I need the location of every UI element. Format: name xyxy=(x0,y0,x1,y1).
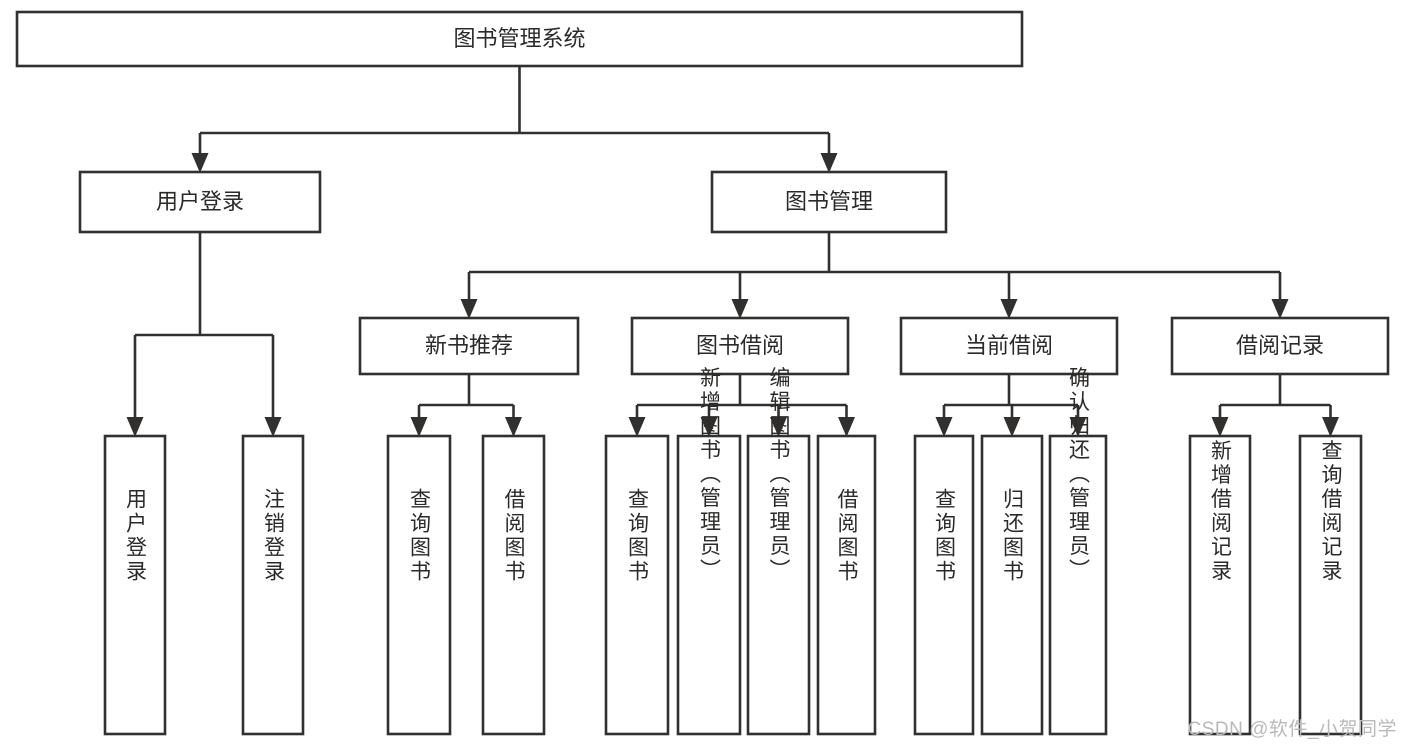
arrow-head-icon xyxy=(935,417,953,437)
node-leaf_7[interactable]: 借阅图书 xyxy=(816,434,877,736)
node-box[interactable] xyxy=(103,434,167,736)
node-box[interactable] xyxy=(78,170,322,234)
node-label: 借阅图书 xyxy=(835,488,859,584)
connector-group-l2_0 xyxy=(410,374,522,437)
node-box[interactable] xyxy=(1298,434,1363,736)
node-label: 用户登录 xyxy=(124,488,148,584)
node-leaf_0[interactable]: 用户登录 xyxy=(103,434,167,736)
node-label: 新书推荐 xyxy=(425,333,513,358)
node-box[interactable] xyxy=(816,434,877,736)
connector-group-root xyxy=(191,66,838,173)
node-label: 查询图书 xyxy=(933,488,957,584)
node-label: 新增借阅记录 xyxy=(1209,440,1233,584)
arrow-head-icon xyxy=(1211,417,1229,437)
arrow-head-icon xyxy=(126,417,144,437)
node-box[interactable] xyxy=(481,434,546,736)
node-box[interactable] xyxy=(358,316,580,376)
node-leaf_12[interactable]: 查询借阅记录 xyxy=(1298,434,1363,736)
node-label: 查询借阅记录 xyxy=(1319,440,1343,584)
node-leaf_6[interactable]: 编辑图书（管理员） xyxy=(746,367,811,736)
node-label: 当前借阅 xyxy=(965,333,1053,358)
node-leaf_3[interactable]: 借阅图书 xyxy=(481,434,546,736)
node-label: 借阅图书 xyxy=(502,488,526,584)
node-label: 归还图书 xyxy=(1001,488,1025,584)
arrow-head-icon xyxy=(460,299,478,319)
node-leaf_8[interactable]: 查询图书 xyxy=(913,434,975,736)
arrow-head-icon xyxy=(1322,417,1339,437)
node-box[interactable] xyxy=(15,10,1024,68)
arrow-head-icon xyxy=(1069,417,1087,437)
node-l1_1[interactable]: 图书管理 xyxy=(710,170,948,234)
node-label: 注销登录 xyxy=(262,488,286,584)
node-label: 用户登录 xyxy=(156,189,244,214)
arrow-head-icon xyxy=(628,417,646,437)
node-leaf_10[interactable]: 确认归还（管理员） xyxy=(1048,367,1108,736)
node-label: 查询图书 xyxy=(626,488,650,584)
arrow-head-icon xyxy=(1271,299,1289,319)
connector-group-l2_2 xyxy=(935,374,1087,437)
arrow-head-icon xyxy=(820,153,838,173)
node-label: 借阅记录 xyxy=(1236,333,1324,358)
connector-group-l1_1 xyxy=(460,232,1289,319)
node-box[interactable] xyxy=(676,434,742,736)
node-box[interactable] xyxy=(899,316,1119,376)
node-layer: 图书管理系统用户登录图书管理新书推荐图书借阅当前借阅借阅记录用户登录注销登录查询… xyxy=(15,10,1390,736)
node-box[interactable] xyxy=(630,316,850,376)
node-label: 查询图书 xyxy=(408,488,432,584)
node-box[interactable] xyxy=(241,434,305,736)
node-leaf_5[interactable]: 新增图书（管理员） xyxy=(676,367,742,736)
connector-layer xyxy=(126,66,1339,437)
node-box[interactable] xyxy=(386,434,452,736)
node-box[interactable] xyxy=(604,434,670,736)
node-box[interactable] xyxy=(980,434,1044,736)
node-l2_1[interactable]: 图书借阅 xyxy=(630,316,850,376)
connector-group-l2_3 xyxy=(1211,374,1339,437)
node-l1_0[interactable]: 用户登录 xyxy=(78,170,322,234)
arrow-head-icon xyxy=(505,417,522,437)
watermark-text: CSDN @软件_小贺同学 xyxy=(1187,719,1397,740)
node-l2_3[interactable]: 借阅记录 xyxy=(1170,316,1390,376)
node-leaf_11[interactable]: 新增借阅记录 xyxy=(1188,434,1252,736)
node-leaf_9[interactable]: 归还图书 xyxy=(980,434,1044,736)
node-leaf_1[interactable]: 注销登录 xyxy=(241,434,305,736)
arrow-head-icon xyxy=(700,417,718,437)
arrow-head-icon xyxy=(410,417,428,437)
connector-group-l2_1 xyxy=(628,374,855,437)
node-box[interactable] xyxy=(746,434,811,736)
connector-group-l1_0 xyxy=(126,232,282,437)
arrow-head-icon xyxy=(1000,299,1018,319)
node-label: 图书借阅 xyxy=(696,333,784,358)
node-leaf_4[interactable]: 查询图书 xyxy=(604,434,670,736)
node-box[interactable] xyxy=(1188,434,1252,736)
node-label: 编辑图书（管理员） xyxy=(767,367,791,583)
node-box[interactable] xyxy=(710,170,948,234)
arrow-head-icon xyxy=(191,153,209,173)
node-l2_2[interactable]: 当前借阅 xyxy=(899,316,1119,376)
node-label: 新增图书（管理员） xyxy=(698,367,722,583)
arrow-head-icon xyxy=(838,417,855,437)
node-leaf_2[interactable]: 查询图书 xyxy=(386,434,452,736)
node-label: 确认归还（管理员） xyxy=(1067,367,1091,583)
node-label: 图书管理系统 xyxy=(453,26,585,51)
node-box[interactable] xyxy=(1048,434,1108,736)
node-l2_0[interactable]: 新书推荐 xyxy=(358,316,580,376)
node-root[interactable]: 图书管理系统 xyxy=(15,10,1024,68)
arrow-head-icon xyxy=(264,417,282,437)
arrow-head-icon xyxy=(731,299,749,319)
node-box[interactable] xyxy=(1170,316,1390,376)
arrow-head-icon xyxy=(1003,417,1021,437)
node-box[interactable] xyxy=(913,434,975,736)
arrow-head-icon xyxy=(770,417,787,437)
node-label: 图书管理 xyxy=(785,189,873,214)
